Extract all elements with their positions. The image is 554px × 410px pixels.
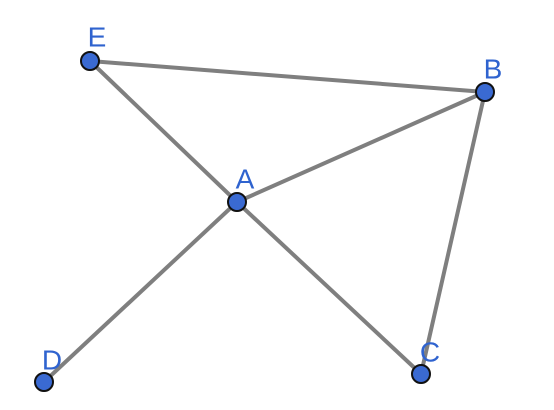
vertex-label-d: D [42, 344, 62, 375]
edge-e-b [88, 59, 487, 94]
edge-a-d [42, 200, 239, 384]
labels-layer: A B C D E [42, 21, 502, 375]
vertex-d [34, 372, 54, 392]
vertex-label-c: C [420, 336, 440, 367]
edges-layer [42, 59, 487, 384]
vertex-e [80, 51, 100, 71]
edge-a-c [235, 200, 423, 376]
edge-b-c [419, 90, 487, 376]
vertex-c [411, 364, 431, 384]
vertex-a [227, 192, 247, 212]
vertex-b [475, 82, 495, 102]
vertex-label-b: B [484, 53, 503, 84]
vertex-label-e: E [88, 21, 107, 52]
vertices-layer [34, 51, 495, 392]
edge-a-b [235, 90, 487, 204]
vertex-label-a: A [236, 163, 255, 194]
edge-e-a [88, 59, 239, 204]
